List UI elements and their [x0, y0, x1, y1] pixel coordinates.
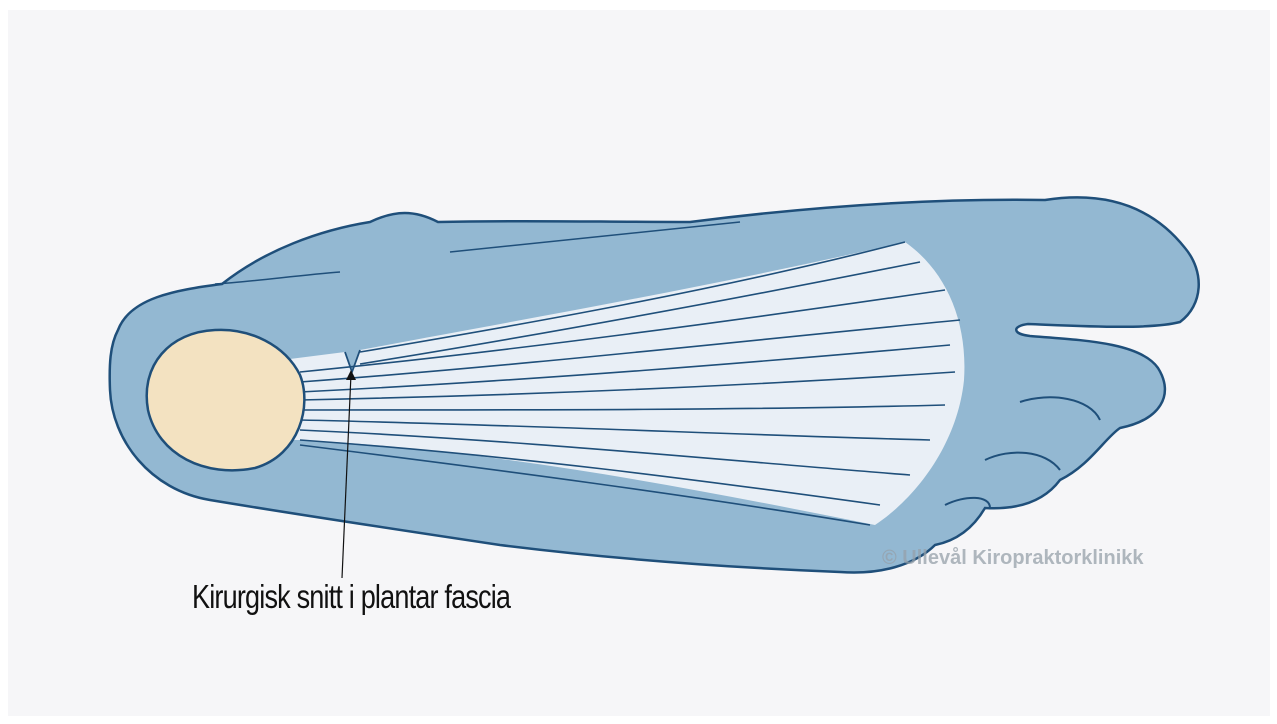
incision-label: Kirurgisk snitt i plantar fascia — [192, 578, 510, 616]
copyright-watermark: © Ullevål Kiropraktorklinikk — [882, 547, 1144, 570]
heel-bone — [147, 330, 305, 470]
